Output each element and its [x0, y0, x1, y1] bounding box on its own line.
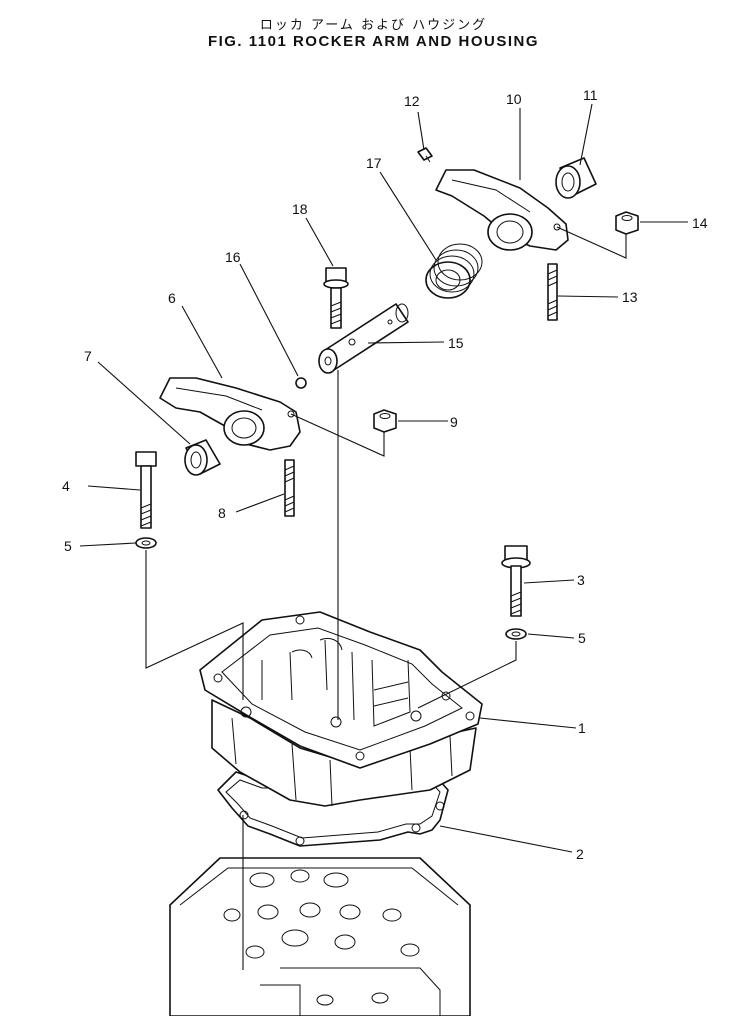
- figure-title: FIG. 1101 ROCKER ARM AND HOUSING: [207, 33, 540, 50]
- callout-15: 15: [448, 335, 464, 351]
- callout-labels: 1 2 3 4 5 5 6 7 8 9 10 11 12 13 14 15 16…: [62, 87, 708, 862]
- callout-8: 8: [218, 505, 226, 521]
- callout-13: 13: [622, 289, 638, 305]
- nut-9-drawing: [373, 409, 397, 433]
- housing-drawing: [199, 611, 483, 807]
- callout-4: 4: [62, 478, 70, 494]
- ball-16-drawing: [295, 377, 307, 389]
- rocker-arm-6-drawing: [159, 377, 301, 451]
- stud-13-drawing: [547, 263, 558, 321]
- bolt-18-drawing: [323, 267, 349, 329]
- spring-17-drawing: [425, 243, 483, 299]
- callout-6: 6: [168, 290, 176, 306]
- bushing-11-drawing: [555, 157, 597, 199]
- assembly-lines: [145, 226, 627, 970]
- figure-title-japanese: ロッカ アーム および ハウジング: [259, 18, 488, 33]
- callout-10: 10: [506, 91, 522, 107]
- stud-8-drawing: [284, 459, 295, 517]
- callout-3: 3: [577, 572, 585, 588]
- callout-5-left: 5: [64, 538, 72, 554]
- bushing-7-drawing: [184, 439, 221, 476]
- callout-5-right: 5: [578, 630, 586, 646]
- callout-18: 18: [292, 201, 308, 217]
- callout-14: 14: [692, 215, 708, 231]
- screw-12-drawing: [417, 147, 433, 163]
- cylinder-head-drawing: [169, 857, 471, 1016]
- callout-17: 17: [366, 155, 382, 171]
- bolt-3-drawing: [501, 545, 531, 640]
- callout-1: 1: [578, 720, 586, 736]
- rocker-arm-10-drawing: [435, 169, 569, 251]
- rocker-shaft-15-drawing: [318, 303, 409, 374]
- bolt-4-drawing: [135, 451, 157, 549]
- callout-2: 2: [576, 846, 584, 862]
- callout-9: 9: [450, 414, 458, 430]
- callout-16: 16: [225, 249, 241, 265]
- callout-12: 12: [404, 93, 420, 109]
- callout-7: 7: [84, 348, 92, 364]
- nut-14-drawing: [615, 211, 639, 235]
- callout-11: 11: [583, 87, 598, 103]
- leader-lines: [79, 103, 688, 853]
